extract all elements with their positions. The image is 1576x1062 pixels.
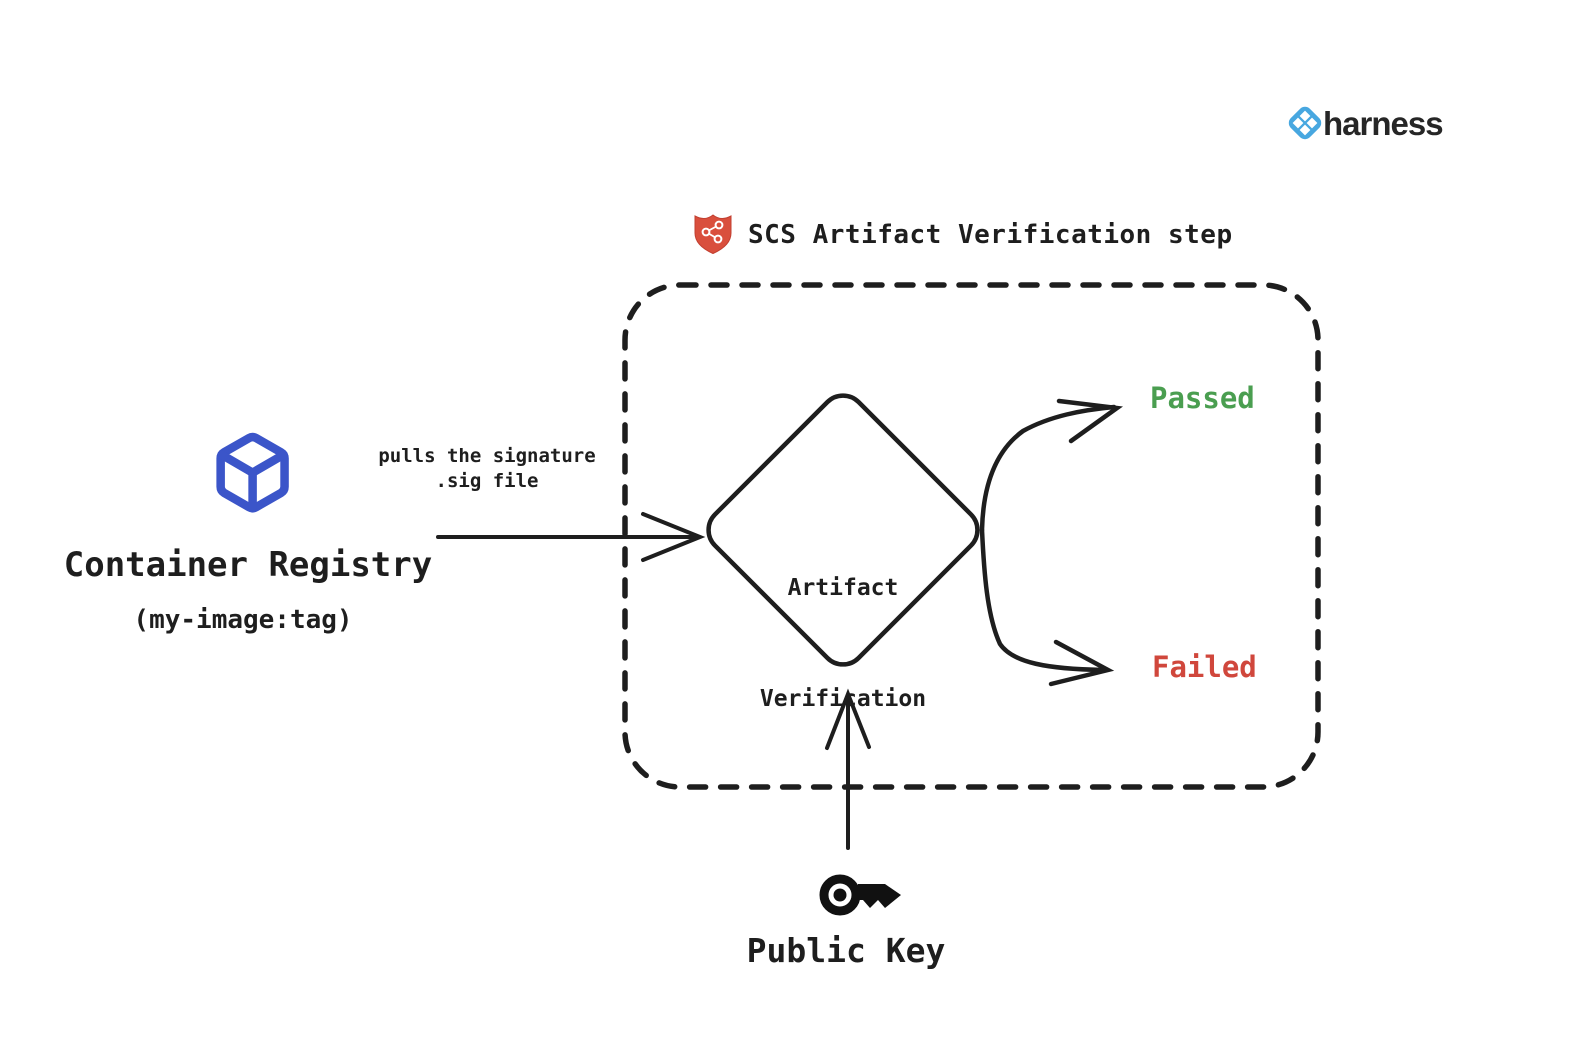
container-registry-sublabel: (my-image:tag) (133, 605, 353, 635)
shield-graph-icon (694, 214, 732, 255)
artifact-verification-label-line1: Artifact (787, 575, 899, 601)
harness-wordmark: harness (1323, 105, 1444, 142)
public-key-arrow (825, 688, 871, 850)
cube-icon (216, 432, 289, 513)
failed-arrow (979, 527, 1115, 687)
public-key-label: Public Key (746, 931, 946, 970)
artifact-verification-label: Artifact Verification (760, 496, 926, 792)
pull-signature-edge-label: pulls the signature .sig file (378, 445, 596, 492)
artifact-verification-label-line2: Verification (759, 686, 927, 712)
passed-outcome-label: Passed (1150, 381, 1255, 415)
key-icon (819, 874, 901, 916)
pull-signature-arrow (436, 512, 706, 562)
passed-arrow (979, 398, 1124, 533)
harness-diamond-icon (1288, 106, 1322, 140)
container-registry-label: Container Registry (63, 545, 433, 585)
step-title: SCS Artifact Verification step (748, 220, 1233, 250)
failed-outcome-label: Failed (1152, 650, 1257, 684)
artifact-verification-diamond (706, 393, 980, 667)
